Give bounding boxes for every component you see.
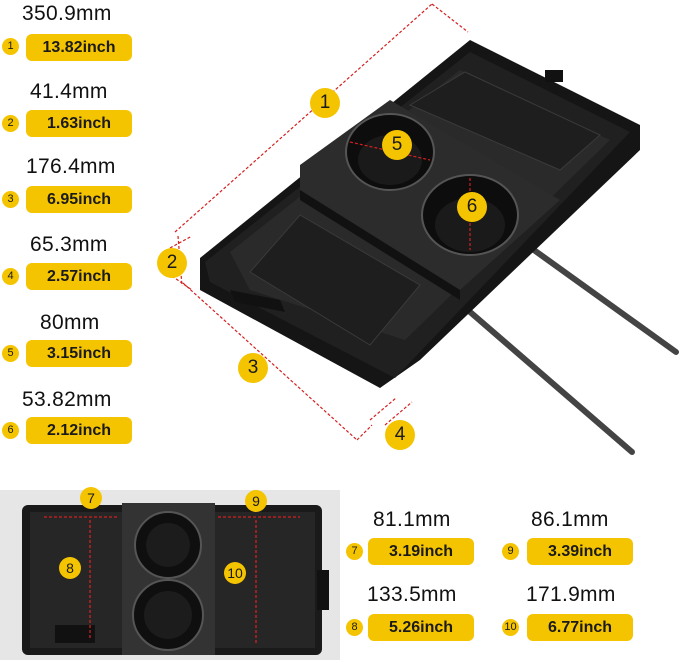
spec-8-inch: 5.26inch <box>368 614 474 641</box>
spec-6-inch: 2.12inch <box>26 417 132 444</box>
callout-1: 1 <box>310 88 340 118</box>
spec-8-mm: 133.5mm <box>367 583 457 606</box>
spec-5-mm: 80mm <box>40 311 100 334</box>
support-rods <box>459 237 679 455</box>
spec-9-mm: 86.1mm <box>531 508 609 531</box>
spec-6-number: 6 <box>2 422 19 439</box>
spec-1-mm: 350.9mm <box>22 2 112 25</box>
spec-1-inch: 13.82inch <box>26 34 132 61</box>
spec-10-mm: 171.9mm <box>526 583 616 606</box>
spec-4-number: 4 <box>2 268 19 285</box>
spec-4-inch: 2.57inch <box>26 263 132 290</box>
spec-3-mm: 176.4mm <box>26 155 116 178</box>
spec-10-inch: 6.77inch <box>527 614 633 641</box>
spec-7-number: 7 <box>346 543 363 560</box>
spec-9-inch: 3.39inch <box>527 538 633 565</box>
topview-callout-10: 10 <box>224 562 246 584</box>
callout-3: 3 <box>238 353 268 383</box>
spec-7-mm: 81.1mm <box>373 508 451 531</box>
spec-2-inch: 1.63inch <box>26 110 132 137</box>
spec-2-number: 2 <box>2 115 19 132</box>
topview-callout-8: 8 <box>59 557 81 579</box>
spec-6-mm: 53.82mm <box>22 388 112 411</box>
spec-3-inch: 6.95inch <box>26 186 132 213</box>
spec-9-number: 9 <box>502 543 519 560</box>
spec-5-inch: 3.15inch <box>26 340 132 367</box>
spec-4-mm: 65.3mm <box>30 233 108 256</box>
spec-3-number: 3 <box>2 191 19 208</box>
topview-callout-7: 7 <box>80 487 102 509</box>
spec-7-inch: 3.19inch <box>368 538 474 565</box>
callout-2: 2 <box>157 248 187 278</box>
spec-10-number: 10 <box>502 619 519 636</box>
spec-1-number: 1 <box>2 38 19 55</box>
spec-2-mm: 41.4mm <box>30 80 108 103</box>
callout-6: 6 <box>457 192 487 222</box>
spec-8-number: 8 <box>346 619 363 636</box>
topview-callout-9: 9 <box>245 490 267 512</box>
callout-4: 4 <box>385 420 415 450</box>
callout-5: 5 <box>382 130 412 160</box>
spec-5-number: 5 <box>2 345 19 362</box>
